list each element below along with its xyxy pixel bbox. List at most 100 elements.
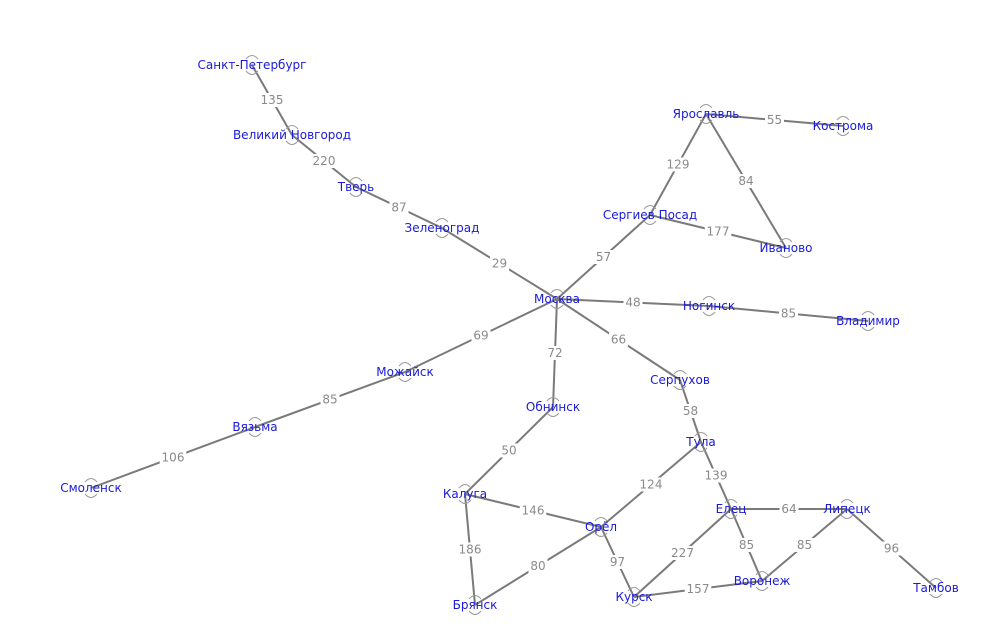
city-label: Кострома — [813, 119, 874, 133]
edge-weight-background — [736, 174, 756, 188]
node-marker-icon — [779, 238, 793, 258]
edge-weight-background — [882, 541, 901, 556]
city-label: Сергиев Посад — [603, 208, 697, 222]
city-label: Липецк — [823, 502, 870, 516]
edge-weight: 72 — [545, 346, 565, 360]
city-label: Москва — [534, 292, 580, 306]
edge-weight: 177 — [704, 224, 732, 239]
city-label: Тверь — [337, 180, 374, 194]
edge-weight-label: 84 — [738, 174, 753, 188]
city-node-elets[interactable]: Елец — [716, 499, 747, 519]
edge-weight: 135 — [258, 93, 286, 107]
edge-weight-background — [389, 200, 409, 215]
edge-weight-label: 58 — [683, 404, 698, 418]
node-marker-icon — [724, 499, 738, 519]
city-node-tver[interactable]: Тверь — [337, 177, 374, 197]
city-label: Великий Новгород — [233, 128, 351, 142]
edge-weight-label: 96 — [884, 542, 899, 556]
edge-weight: 227 — [669, 546, 696, 560]
edge-weight: 124 — [637, 477, 665, 492]
edge-weight: 129 — [664, 157, 692, 172]
edge-weight-background — [765, 113, 784, 127]
node-marker-icon — [643, 205, 657, 225]
node-marker-icon — [861, 311, 875, 331]
edge-weight-background — [490, 256, 509, 271]
city-node-orel[interactable]: Орёл — [585, 517, 617, 537]
edge-weight-label: 129 — [667, 158, 690, 172]
edge-weight-label: 135 — [261, 93, 284, 107]
edge-weight: 146 — [519, 503, 547, 518]
city-node-kostroma[interactable]: Кострома — [813, 116, 874, 136]
city-label: Смоленск — [60, 481, 122, 495]
city-node-noginsk[interactable]: Ногинск — [683, 296, 735, 316]
edge-weight: 50 — [499, 443, 519, 458]
city-node-smolensk[interactable]: Смоленск — [60, 478, 122, 498]
edge-weight: 157 — [684, 582, 712, 596]
city-label: Ногинск — [683, 299, 735, 313]
edge-weight-background — [704, 224, 732, 239]
edge-weight-background — [545, 346, 565, 360]
edge-weight-label: 64 — [781, 502, 796, 516]
city-label: Владимир — [836, 314, 900, 328]
city-node-mozhaisk[interactable]: Можайск — [376, 362, 434, 382]
node-marker-icon — [435, 218, 449, 238]
city-label: Иваново — [759, 241, 812, 255]
edge-weight-label: 69 — [473, 329, 488, 343]
edge-weight-background — [608, 555, 627, 569]
city-node-ivanovo[interactable]: Иваново — [759, 238, 813, 258]
city-label: Калуга — [443, 487, 487, 501]
city-node-vyazma[interactable]: Вязьма — [232, 417, 278, 437]
city-node-zelenograd[interactable]: Зеленоград — [405, 218, 480, 238]
city-label: Вязьма — [232, 420, 277, 434]
city-node-sergiev[interactable]: Сергиев Посад — [603, 205, 697, 225]
city-node-obninsk[interactable]: Обнинск — [526, 397, 580, 417]
city-label: Елец — [716, 502, 747, 516]
city-node-lipetsk[interactable]: Липецк — [823, 499, 871, 519]
edge-weight-label: 124 — [640, 478, 663, 492]
node-marker-icon — [627, 587, 641, 607]
edge-weight-label: 85 — [739, 538, 754, 552]
edge-weight-label: 55 — [767, 113, 782, 127]
city-node-serpukhov[interactable]: Серпухов — [650, 370, 710, 390]
city-label: Тула — [685, 435, 715, 449]
edge-weight-label: 139 — [705, 469, 728, 483]
city-label: Орёл — [585, 520, 617, 534]
city-node-spb[interactable]: Санкт-Петербург — [198, 55, 307, 75]
edge-weight-label: 57 — [596, 250, 611, 264]
edge-weight-label: 87 — [391, 201, 406, 215]
edge-weight-background — [310, 154, 338, 168]
edge-weight-background — [684, 582, 712, 596]
edge-weight-background — [702, 468, 730, 483]
edge-weight: 57 — [594, 250, 613, 264]
city-node-novgorod[interactable]: Великий Новгород — [233, 125, 351, 145]
edge-weight-background — [258, 93, 286, 107]
edge-weight-label: 177 — [707, 225, 730, 239]
edge-weight-background — [737, 538, 756, 552]
edge-weight-label: 66 — [611, 333, 626, 347]
city-label: Зеленоград — [405, 221, 480, 235]
city-node-tula[interactable]: Тула — [685, 432, 716, 452]
edge-weight-background — [623, 295, 643, 310]
city-node-bryansk[interactable]: Брянск — [453, 595, 498, 615]
city-node-voronezh[interactable]: Воронеж — [734, 571, 791, 591]
edge-weight-label: 146 — [522, 504, 545, 518]
city-node-kaluga[interactable]: Калуга — [443, 484, 487, 504]
node-marker-icon — [468, 595, 482, 615]
edge-weight-label: 85 — [322, 393, 337, 407]
edge-weight-label: 48 — [625, 296, 640, 310]
city-node-yaroslavl[interactable]: Ярославль — [673, 104, 740, 124]
city-node-moskva[interactable]: Москва — [534, 289, 580, 309]
edge-weight-background — [320, 392, 340, 407]
edge-weight-label: 157 — [687, 582, 710, 596]
edge-weight: 84 — [736, 174, 756, 188]
node-marker-icon — [398, 362, 412, 382]
city-label: Ярославль — [673, 107, 740, 121]
edge-weight: 106 — [159, 450, 187, 465]
city-node-kursk[interactable]: Курск — [615, 587, 653, 607]
city-node-vladimir[interactable]: Владимир — [836, 311, 900, 331]
edge-weight-label: 50 — [501, 444, 516, 458]
node-marker-icon — [550, 289, 564, 309]
city-node-tambov[interactable]: Тамбов — [912, 578, 959, 598]
edge-weight-background — [159, 450, 187, 465]
